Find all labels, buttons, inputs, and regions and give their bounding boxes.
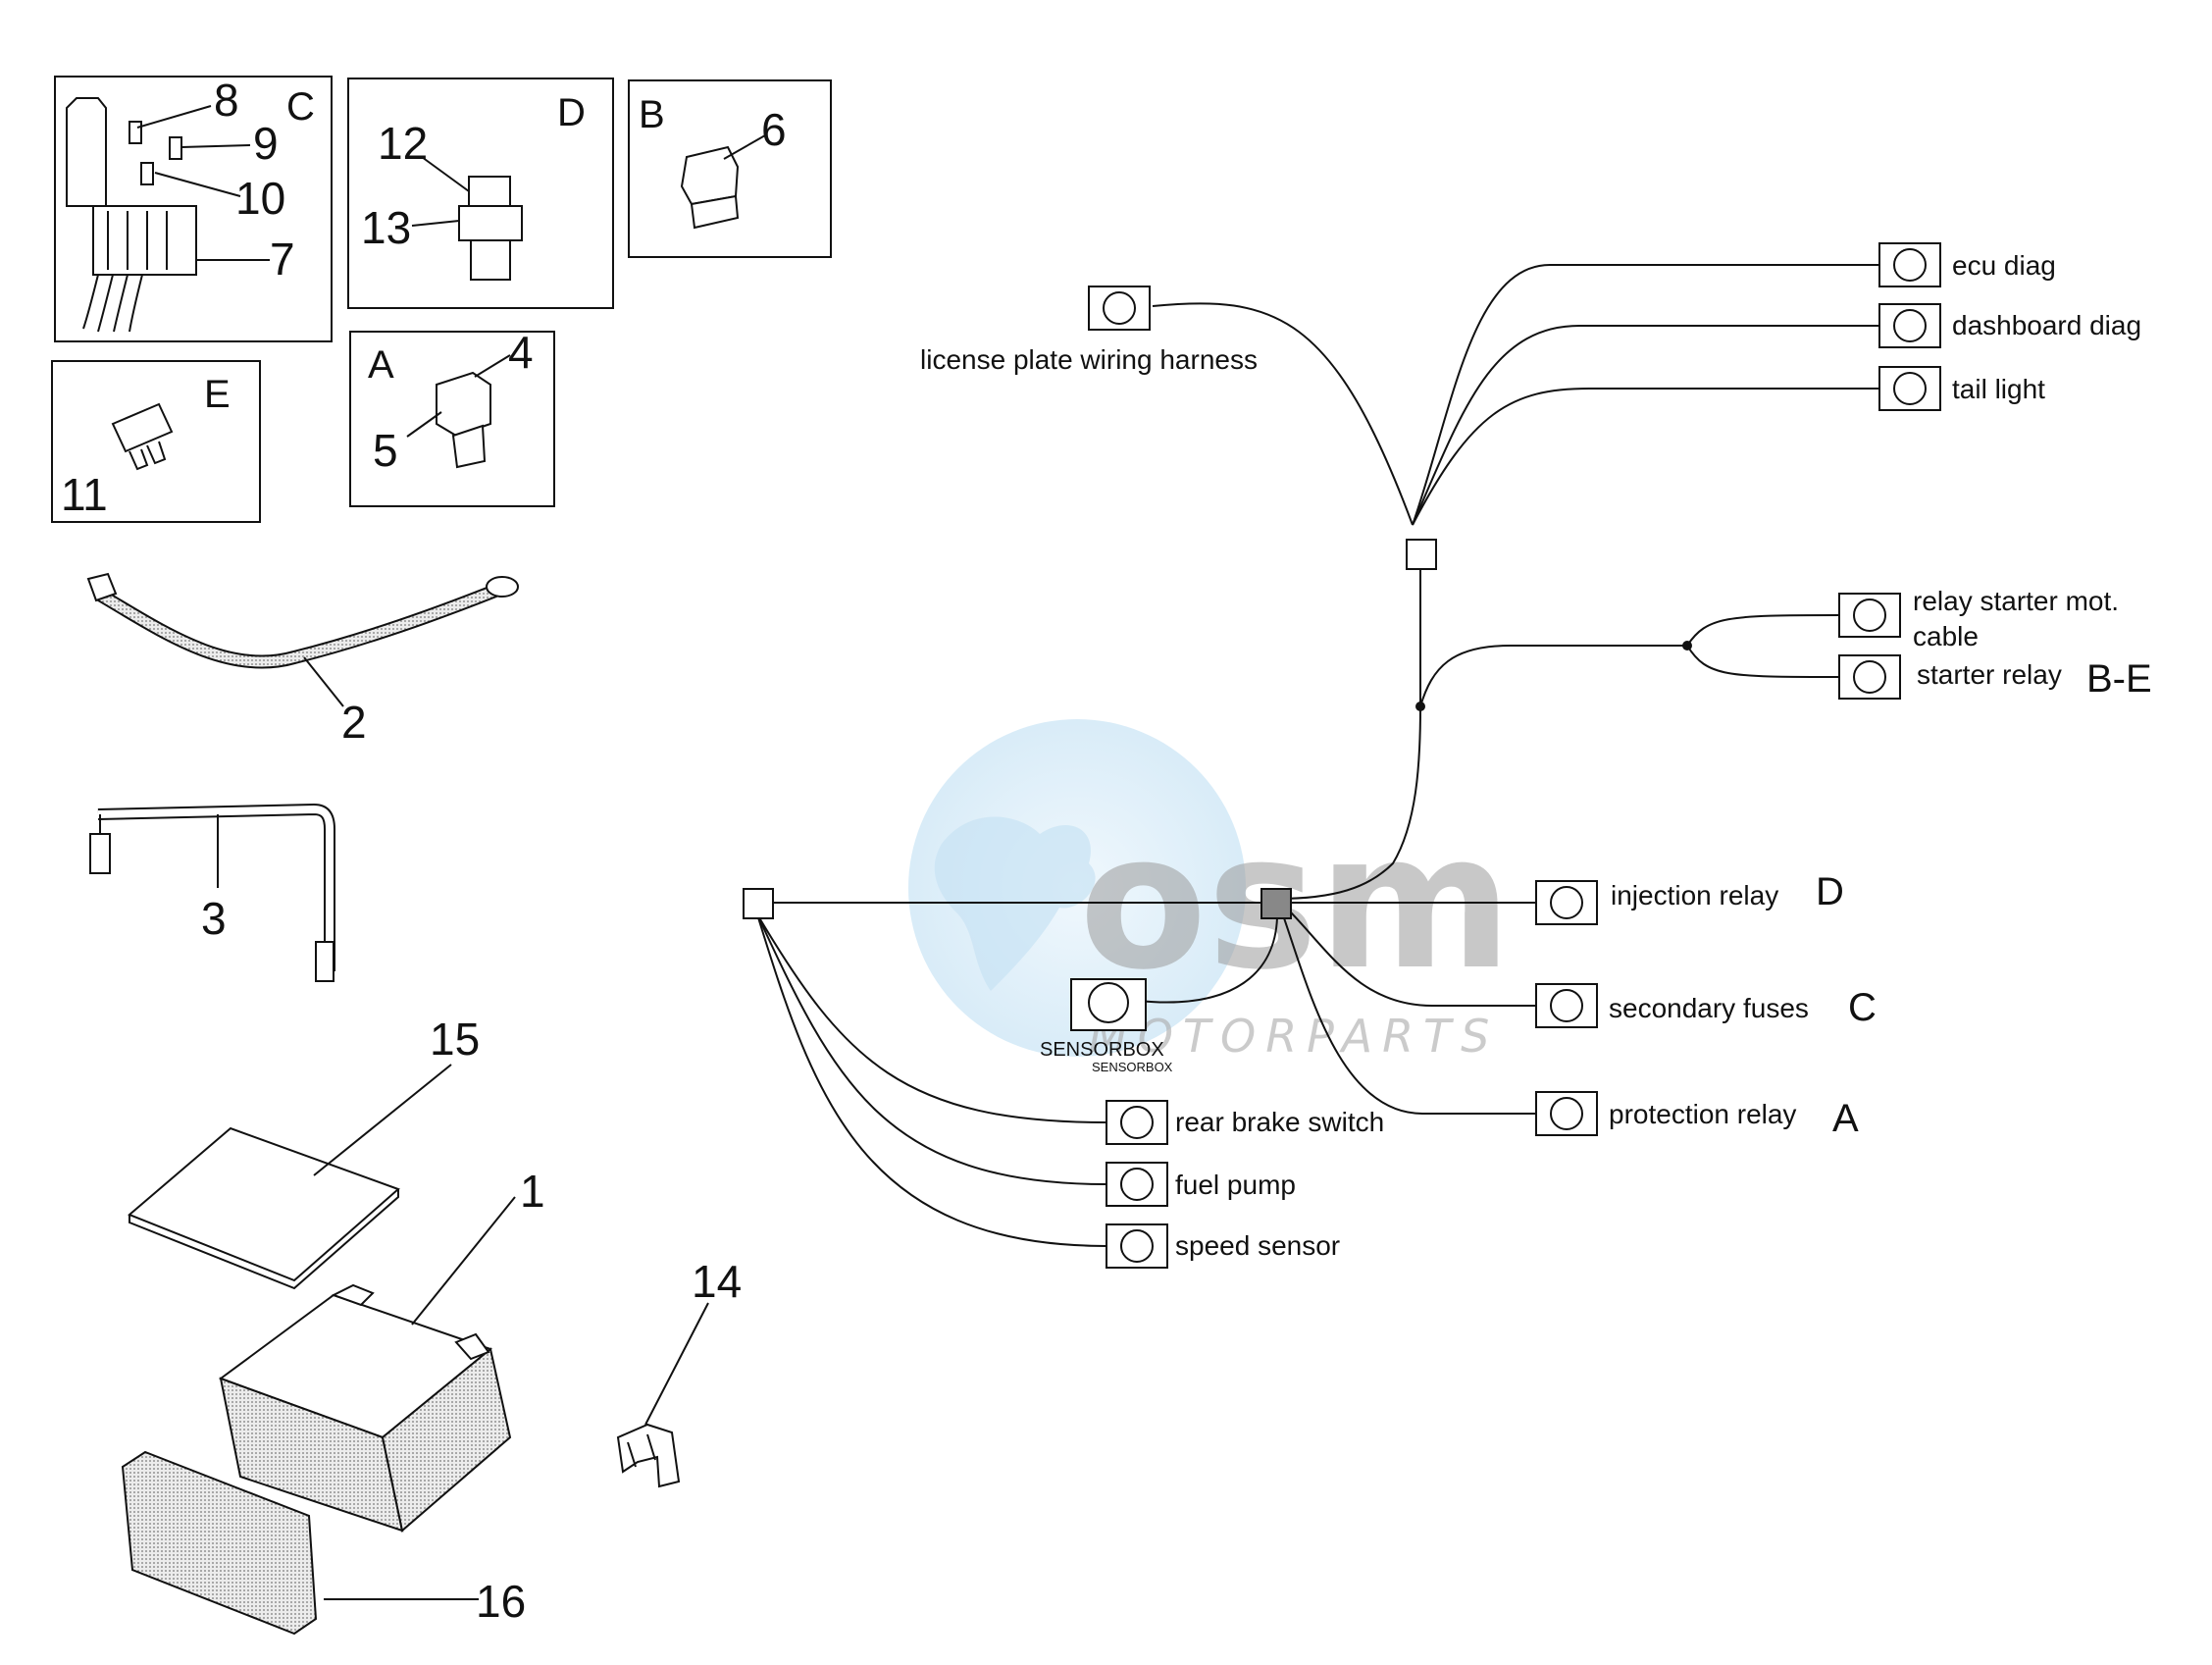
part-number-10: 10 xyxy=(235,173,285,224)
kit-letter-c: C xyxy=(286,85,315,129)
part-number-14: 14 xyxy=(692,1256,742,1307)
label-starter-relay: starter relay xyxy=(1917,659,2062,690)
part-number-7: 7 xyxy=(270,234,295,285)
label-speed-sensor: speed sensor xyxy=(1175,1230,1340,1261)
relay-icon xyxy=(680,145,740,230)
junction-upper xyxy=(1406,539,1437,570)
battery: 1 xyxy=(218,1166,545,1533)
part-number-6: 6 xyxy=(761,104,787,155)
fuse-box-icon xyxy=(66,97,197,333)
connector-relay-starter-cable xyxy=(1838,593,1901,638)
junction-left xyxy=(743,888,774,919)
part-number-2: 2 xyxy=(341,697,367,748)
connector-sensorbox xyxy=(1070,978,1147,1031)
terminal-cap: 14 xyxy=(616,1256,742,1488)
label-protection-relay: protection relay xyxy=(1609,1099,1796,1129)
connector-tail-light xyxy=(1878,366,1941,411)
part-number-9: 9 xyxy=(253,118,279,169)
label-ecu-diag: ecu diag xyxy=(1952,250,2056,281)
label-license-plate: license plate wiring harness xyxy=(920,344,1258,375)
battery-pad: 15 xyxy=(128,1014,480,1290)
label-injection-relay-ref: D xyxy=(1816,870,1844,913)
label-starter-relay-ref: B-E xyxy=(2086,657,2152,701)
label-rear-brake-switch: rear brake switch xyxy=(1175,1107,1384,1137)
connector-dashboard-diag xyxy=(1878,303,1941,348)
connector-ecu-diag xyxy=(1878,242,1941,287)
kit-letter-b: B xyxy=(639,93,665,136)
connector-speed-sensor xyxy=(1106,1223,1168,1269)
connector-starter-relay xyxy=(1838,654,1901,700)
kit-box-b: B 6 xyxy=(628,79,832,258)
splice-dot xyxy=(1682,641,1692,650)
part-number-5: 5 xyxy=(373,425,398,476)
relay-icon xyxy=(458,176,523,281)
label-relay-starter-line2: cable xyxy=(1913,621,1979,651)
splice-dot xyxy=(1415,702,1425,711)
label-secondary-fuses: secondary fuses xyxy=(1609,993,1809,1023)
harness-wires xyxy=(756,264,1879,1247)
label-tail-light: tail light xyxy=(1952,374,2045,404)
part-number-3: 3 xyxy=(201,893,227,944)
junction-main xyxy=(1260,888,1292,919)
connector-license-plate xyxy=(1088,286,1151,331)
part-number-11: 11 xyxy=(61,469,108,520)
connector-fuel-pump xyxy=(1106,1162,1168,1207)
connector-secondary-fuses xyxy=(1535,983,1598,1028)
kit-letter-d: D xyxy=(557,91,586,134)
label-relay-starter-line1: relay starter mot. xyxy=(1913,586,2119,616)
kit-letter-e: E xyxy=(204,373,231,416)
part-number-13: 13 xyxy=(361,202,411,253)
label-sensorbox: SENSORBOX xyxy=(1040,1039,1164,1061)
label-sensorbox-small: SENSORBOX xyxy=(1092,1060,1173,1074)
label-injection-relay: injection relay xyxy=(1611,880,1778,911)
ground-cable: 2 xyxy=(86,572,519,748)
watermark-tagline: MOTORPARTS xyxy=(1089,1010,1499,1063)
relay-icon xyxy=(436,371,491,469)
kit-box-a: A 4 5 xyxy=(349,327,555,507)
part-number-8: 8 xyxy=(214,75,239,126)
kit-letter-a: A xyxy=(368,343,394,387)
label-secondary-fuses-ref: C xyxy=(1848,986,1877,1029)
battery-bottom-pad: 16 xyxy=(121,1450,526,1636)
kit-box-c: C 8 9 10 7 xyxy=(54,75,333,342)
part-number-1: 1 xyxy=(520,1166,545,1217)
blade-fuse-icon xyxy=(111,402,174,471)
watermark: osm MOTORPARTS xyxy=(908,719,1513,1063)
starter-cable: 3 xyxy=(89,803,335,982)
part-number-16: 16 xyxy=(476,1576,526,1627)
part-number-15: 15 xyxy=(430,1014,480,1065)
connector-protection-relay xyxy=(1535,1091,1598,1136)
label-protection-relay-ref: A xyxy=(1832,1097,1859,1140)
connector-injection-relay xyxy=(1535,880,1598,925)
kit-box-e: E 11 xyxy=(51,360,261,523)
part-number-4: 4 xyxy=(508,327,534,378)
connector-rear-brake-switch xyxy=(1106,1100,1168,1145)
label-fuel-pump: fuel pump xyxy=(1175,1170,1296,1200)
label-dashboard-diag: dashboard diag xyxy=(1952,310,2141,340)
part-number-12: 12 xyxy=(378,118,428,169)
kit-box-d: D 12 13 xyxy=(347,78,614,309)
